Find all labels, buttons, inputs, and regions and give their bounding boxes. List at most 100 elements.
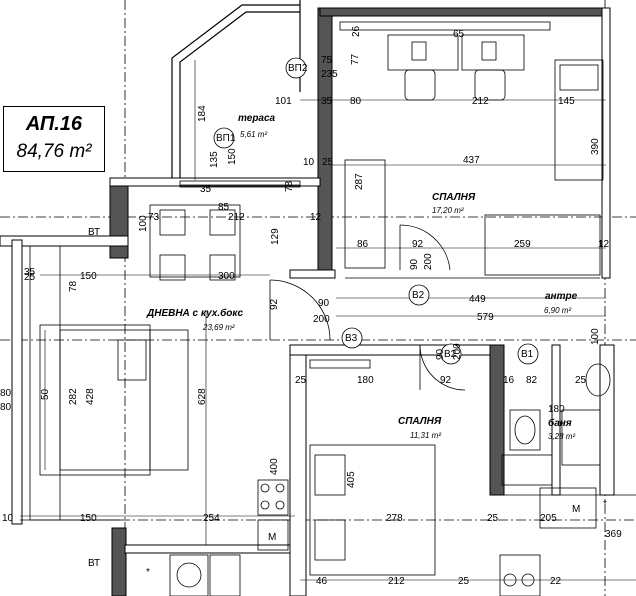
dim-label: 80: [0, 402, 12, 413]
bedroom2-furniture: [309, 344, 466, 576]
dim-label: 25: [458, 576, 470, 587]
dim-label: 78: [68, 280, 79, 292]
dim-label: 180: [548, 404, 565, 415]
tag-v3: В3: [345, 333, 358, 344]
dim-label: 25: [295, 375, 307, 386]
dim-label: 65: [453, 29, 465, 40]
dim-label: 282: [68, 388, 79, 405]
tag-v2b: В2: [444, 349, 457, 360]
dim-label: 90: [435, 348, 446, 360]
dim-label: 212: [388, 576, 405, 587]
dim-label: 25: [575, 375, 587, 386]
apartment-title: АП.16: [25, 113, 83, 135]
dim-label: 92: [269, 298, 280, 310]
tag-vt-bottom: ВТ: [88, 558, 100, 569]
dim-label: 200: [452, 343, 463, 360]
room-name-hall: антре: [545, 291, 578, 302]
dim-label: 150: [80, 271, 97, 282]
bath-fixtures: [499, 363, 611, 596]
dim-label: 10: [303, 157, 315, 168]
dim-label: 12: [598, 239, 610, 250]
tag-circles: [213, 57, 539, 365]
dimension-labels: 65 75 235 26 77 101 35 80 212 145 184 13…: [0, 25, 622, 587]
dim-label: 25: [24, 272, 36, 283]
symbol-asterisk-2: *: [603, 499, 607, 510]
tag-vp2: ВП2: [288, 63, 308, 74]
dim-label: 90: [409, 258, 420, 270]
dim-label: 449: [469, 294, 486, 305]
apartment-area: 84,76 m²: [16, 141, 92, 162]
dim-label: 259: [514, 239, 531, 250]
tag-vt-top: ВТ: [88, 227, 100, 238]
dim-label: 73: [148, 212, 160, 223]
tag-m-kitchen: М: [268, 532, 276, 543]
dim-label: 75: [321, 55, 333, 66]
dim-label: 405: [346, 471, 357, 488]
dim-label: 82: [526, 375, 538, 386]
dim-label: 150: [80, 513, 97, 524]
room-name-bedroom2: СПАЛНЯ: [398, 416, 442, 427]
kitchen-fixtures: [169, 479, 289, 596]
dim-label: 278: [386, 513, 403, 524]
dim-label: 50: [40, 388, 51, 400]
dim-label: 101: [275, 96, 292, 107]
room-name-bedroom1: СПАЛНЯ: [432, 192, 476, 203]
apartment-label: АП.16 84,76 m²: [3, 106, 105, 172]
dim-label: 180: [357, 375, 374, 386]
dim-label: 135: [209, 151, 220, 168]
dim-label: 184: [197, 105, 208, 122]
dim-label: 200: [423, 253, 434, 270]
dim-label: 25: [322, 157, 334, 168]
dim-label: 205: [540, 513, 557, 524]
dim-label: 100: [138, 215, 149, 232]
room-area-bedroom1: 17,20 m²: [432, 206, 464, 215]
room-area-bath: 3,28 m²: [548, 432, 575, 441]
tag-vp1: ВП1: [216, 133, 236, 144]
dim-label: 254: [203, 513, 220, 524]
room-area-hall: 6,90 m²: [544, 306, 571, 315]
dim-label: 80: [0, 388, 12, 399]
dim-label: 300: [218, 271, 235, 282]
dim-label: 85: [218, 202, 230, 213]
tag-v1: В1: [521, 349, 534, 360]
dim-label: 212: [472, 96, 489, 107]
dim-label: 235: [321, 69, 338, 80]
dim-label: 77: [350, 53, 361, 65]
dim-label: 92: [412, 239, 424, 250]
dim-label: 16: [503, 375, 515, 386]
dim-label: 35: [321, 96, 333, 107]
tag-m-bath: М: [572, 504, 580, 515]
dim-label: 150: [227, 148, 238, 165]
bedroom1-furniture: [344, 34, 604, 276]
dim-label: 437: [463, 155, 480, 166]
dim-label: 428: [85, 388, 96, 405]
dim-label: 200: [313, 314, 330, 325]
tag-v2a: В2: [412, 290, 425, 301]
dim-label: 86: [357, 239, 369, 250]
room-area-living: 23,69 m²: [202, 323, 235, 332]
dim-label: 90: [318, 298, 330, 309]
dim-label: 35: [24, 267, 36, 278]
dim-label: 390: [590, 138, 601, 155]
room-area-terrace: 5,61 m²: [240, 130, 267, 139]
room-name-bath: баня: [548, 417, 572, 429]
dim-label: 78: [284, 180, 295, 192]
dim-label: 579: [477, 312, 494, 323]
dim-label: 212: [228, 212, 245, 223]
walls: [0, 7, 615, 596]
dim-label: 129: [270, 228, 281, 245]
dim-label: 12: [310, 212, 322, 223]
dim-label: 369: [605, 529, 622, 540]
symbol-asterisk-1: *: [146, 567, 150, 578]
dimension-lines: [20, 60, 636, 581]
dim-label: 145: [558, 96, 575, 107]
dim-label: 26: [351, 25, 362, 37]
dim-label: 80: [350, 96, 362, 107]
dim-label: 100: [590, 328, 601, 345]
dim-label: 400: [269, 458, 280, 475]
dim-label: 25: [487, 513, 499, 524]
dim-label: 628: [197, 388, 208, 405]
dim-label: 10: [2, 513, 14, 524]
